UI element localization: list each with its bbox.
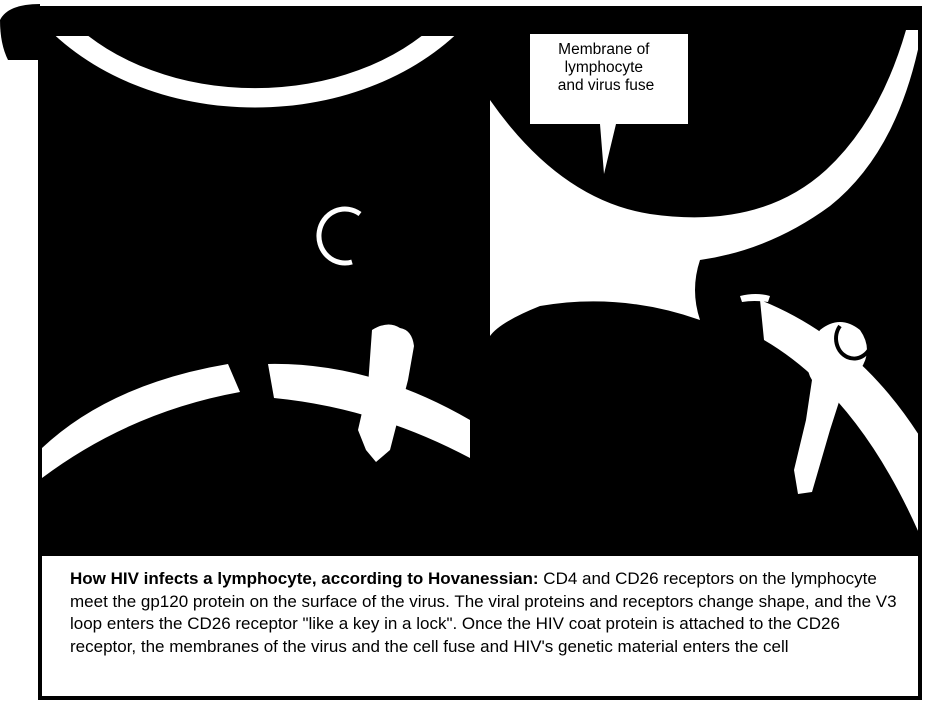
callout-line-3: and virus fuse — [558, 77, 655, 94]
callout-line-1: Membrane of — [558, 41, 650, 58]
svg-text:Membrane of lymphocyte: Membrane of lymphocyte and virus fuse — [558, 41, 655, 94]
caption: How HIV infects a lymphocyte, according … — [70, 568, 900, 658]
caption-title: How HIV infects a lymphocyte, according … — [70, 569, 539, 588]
callout-line-2: lymphocyte — [565, 59, 643, 76]
corner-blob — [0, 4, 40, 60]
receptor-fragment — [740, 294, 770, 302]
